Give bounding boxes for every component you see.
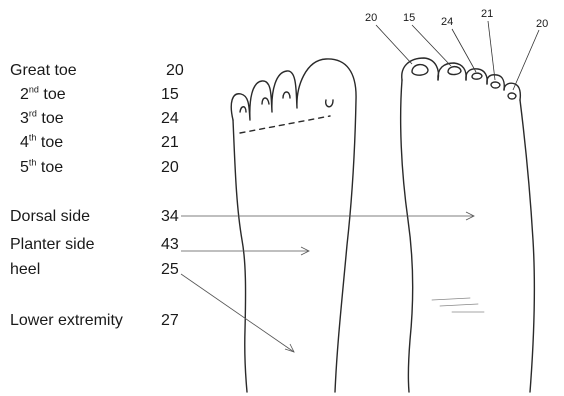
leader-fifth-toe xyxy=(513,30,539,90)
right-third-toe-nail xyxy=(472,73,482,79)
right-second-toe-nail xyxy=(448,67,461,75)
left-foot-outer-edge xyxy=(233,120,247,392)
left-foot-outline xyxy=(231,59,356,392)
right-foot-inner-edge xyxy=(401,80,413,392)
left-toe-nail-3 xyxy=(283,92,290,98)
leader-fourth-toe xyxy=(488,21,495,80)
left-toe-nail-4 xyxy=(326,100,333,107)
right-ankle-crease xyxy=(432,298,484,312)
left-toe-nail-1 xyxy=(240,107,246,112)
right-second-toe xyxy=(438,63,466,80)
right-great-toe-nail xyxy=(412,65,428,76)
right-fifth-toe-nail xyxy=(508,93,516,99)
right-fifth-toe xyxy=(504,83,520,100)
leader-third-toe xyxy=(452,29,476,72)
right-foot-outer-edge xyxy=(520,100,534,392)
right-great-toe xyxy=(402,58,439,80)
arrow-heel xyxy=(181,274,294,352)
right-fourth-toe-nail xyxy=(491,82,500,88)
left-toe-base-line xyxy=(240,116,330,133)
right-third-toe xyxy=(466,69,487,84)
leader-great-toe xyxy=(376,25,412,64)
left-toe-nail-2 xyxy=(262,98,269,104)
